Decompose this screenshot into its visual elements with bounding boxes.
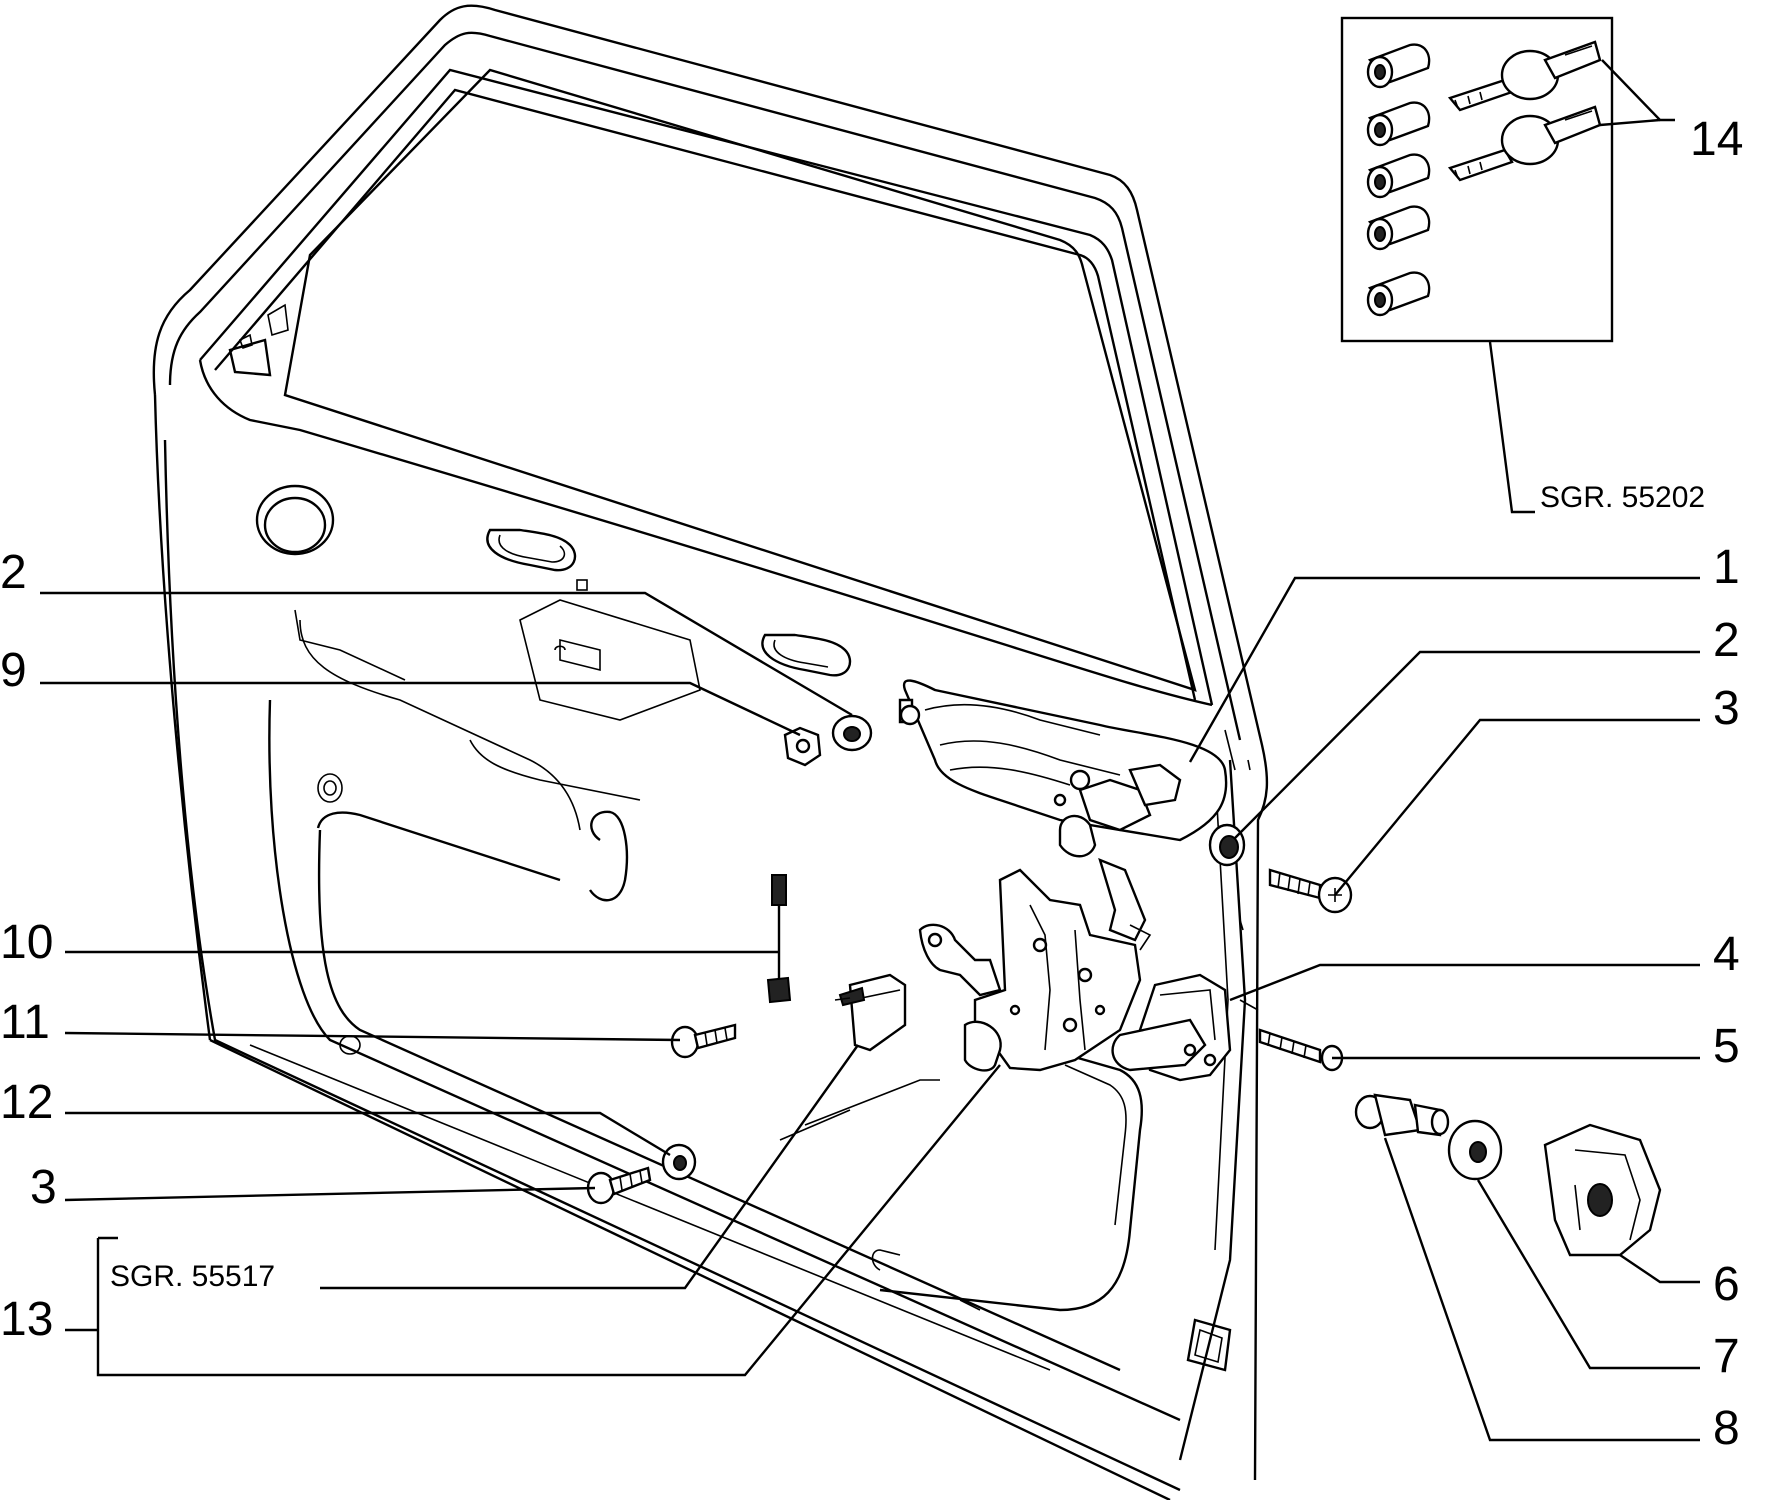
label-left-11: 11 — [0, 996, 50, 1049]
label-left-13: 13 — [0, 1293, 53, 1346]
sgr-reference-top: SGR. 55202 — [1540, 481, 1705, 514]
label-left-9: 9 — [0, 644, 27, 697]
label-right-2: 2 — [1713, 614, 1740, 667]
washer-12 — [661, 1143, 697, 1181]
lock-cylinder-5 — [1366, 271, 1431, 317]
label-right-1: 1 — [1713, 541, 1740, 594]
sgr-reference-left: SGR. 55517 — [110, 1260, 275, 1293]
leader-lines — [40, 59, 1700, 1442]
label-right-5: 5 — [1713, 1020, 1740, 1073]
washer-right — [1208, 823, 1246, 867]
screw-left — [586, 1166, 652, 1205]
door-striker — [1111, 973, 1232, 1082]
callout-labels: 2 9 10 11 12 3 13 1 2 3 4 5 6 7 8 14 SGR… — [0, 113, 1743, 1455]
connecting-rod — [766, 874, 792, 1004]
label-left-2: 2 — [0, 546, 27, 599]
label-left-10: 10 — [0, 916, 53, 969]
screw-right-lower — [1258, 1028, 1344, 1072]
lock-cylinder-1 — [1366, 43, 1431, 89]
lock-cylinder-2 — [1366, 101, 1431, 147]
striker-bracket — [1543, 1123, 1662, 1257]
striker-bolt — [1354, 1093, 1450, 1137]
washer-left — [831, 714, 873, 752]
label-right-4: 4 — [1713, 928, 1740, 981]
washer-7 — [1447, 1119, 1503, 1181]
key-2 — [1447, 105, 1602, 182]
label-left-12: 12 — [0, 1076, 53, 1129]
lock-cylinder-key-set — [1340, 16, 1614, 343]
key-1 — [1447, 40, 1602, 112]
label-right-8: 8 — [1713, 1402, 1740, 1455]
label-top-14: 14 — [1690, 113, 1743, 166]
door-lock-mechanism — [918, 857, 1152, 1072]
outer-door-handle — [898, 679, 1228, 858]
label-right-7: 7 — [1713, 1330, 1740, 1383]
door-panel — [152, 4, 1269, 1502]
door-microswitch — [834, 973, 907, 1052]
screw-11 — [670, 1023, 737, 1059]
nut-9 — [783, 726, 822, 767]
lock-cylinder-4 — [1366, 205, 1431, 251]
label-right-3: 3 — [1713, 682, 1740, 735]
label-right-6: 6 — [1713, 1258, 1740, 1311]
lock-cylinder-3 — [1366, 153, 1431, 199]
label-left-3: 3 — [30, 1161, 57, 1214]
